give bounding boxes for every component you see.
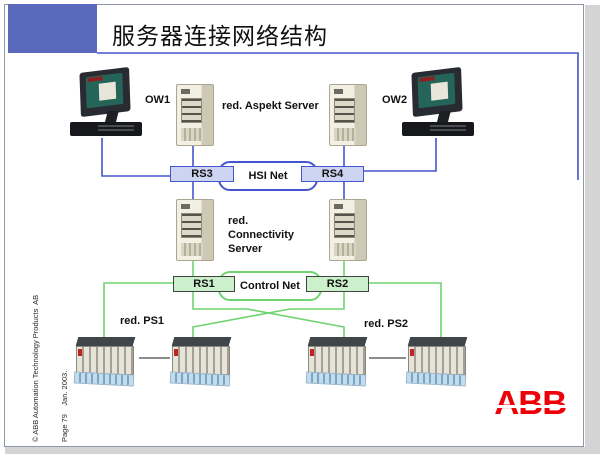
rack-abb-mark bbox=[174, 349, 178, 356]
server-vent-grid bbox=[334, 243, 356, 256]
ow2-monitor-icon bbox=[411, 66, 463, 118]
switch-rs1: RS1 bbox=[173, 276, 235, 292]
page-title: 服务器连接网络结构 bbox=[112, 24, 328, 50]
ow2-workstation-image bbox=[402, 66, 474, 138]
connectivity-server-1-image bbox=[176, 199, 214, 261]
server-drive-bays bbox=[334, 213, 355, 238]
io-rack-3-image bbox=[305, 337, 370, 387]
rack-modules bbox=[408, 346, 466, 375]
io-rack-1-image bbox=[73, 337, 138, 387]
rack-modules bbox=[308, 346, 366, 375]
abb-logo: ABB bbox=[494, 384, 567, 422]
switch-rs2: RS2 bbox=[306, 276, 369, 292]
abb-logo-text: ABB bbox=[494, 384, 567, 421]
rack-top-cap bbox=[307, 337, 368, 346]
server-drive-bays bbox=[334, 98, 355, 123]
rs2-label: RS2 bbox=[326, 278, 349, 290]
slide-shadow-bottom bbox=[5, 447, 600, 454]
ps2-label: red. PS2 bbox=[364, 318, 409, 330]
connectivity-server-2-image bbox=[329, 199, 367, 261]
rack-abb-mark bbox=[310, 349, 314, 356]
server-drive-slot bbox=[334, 204, 343, 209]
control-net-pill: Control Net bbox=[218, 271, 322, 301]
ow2-desktop-base bbox=[402, 122, 474, 136]
slide-shadow-right bbox=[585, 5, 600, 454]
rs1-label: RS1 bbox=[193, 278, 215, 290]
switch-rs4: RS4 bbox=[301, 166, 364, 182]
ow1-screen-icon bbox=[85, 72, 124, 109]
server-drive-bays bbox=[181, 213, 202, 238]
footer-line2: Page 79 Jan. 2003. bbox=[59, 370, 69, 442]
hsi-net-label: HSI Net bbox=[248, 170, 288, 182]
footer-line1: © ABB Automation Technology Products AB bbox=[30, 294, 40, 442]
rack-terminal-strip bbox=[305, 371, 367, 387]
rack-terminal-strip bbox=[169, 371, 231, 387]
rack-terminal-strip bbox=[405, 371, 467, 387]
server-vent-grid bbox=[334, 128, 356, 141]
server-drive-bays bbox=[181, 98, 202, 123]
rack-modules bbox=[172, 346, 230, 375]
ow1-desktop-base bbox=[70, 122, 142, 136]
switch-rs3: RS3 bbox=[170, 166, 234, 182]
aspect-server-1-image bbox=[176, 84, 214, 146]
ow1-monitor-icon bbox=[79, 66, 131, 118]
ps1-label: red. PS1 bbox=[120, 315, 165, 327]
slide-footer-copyright: © ABB Automation Technology Products AB … bbox=[11, 278, 69, 442]
rack-abb-mark bbox=[78, 349, 82, 356]
server-vent-grid bbox=[181, 128, 203, 141]
aspect-server-2-image bbox=[329, 84, 367, 146]
ow1-workstation-image bbox=[70, 66, 142, 138]
io-rack-4-image bbox=[405, 337, 470, 387]
server-drive-slot bbox=[334, 89, 343, 94]
server-drive-slot bbox=[181, 89, 190, 94]
rs4-label: RS4 bbox=[321, 168, 344, 180]
rack-abb-mark bbox=[410, 349, 414, 356]
ow2-label: OW2 bbox=[382, 94, 408, 106]
abb-logo-cut-line bbox=[496, 405, 566, 408]
title-accent-block bbox=[8, 4, 97, 53]
rack-top-cap bbox=[407, 337, 468, 346]
rack-top-cap bbox=[171, 337, 232, 346]
io-rack-2-image bbox=[169, 337, 234, 387]
aspect-server-label: red. Aspekt Server bbox=[222, 100, 319, 112]
server-drive-slot bbox=[181, 204, 190, 209]
ow1-label: OW1 bbox=[145, 94, 171, 106]
rs3-label: RS3 bbox=[191, 168, 213, 180]
ow2-screen-icon bbox=[417, 72, 456, 109]
control-net-label: Control Net bbox=[240, 280, 300, 292]
server-vent-grid bbox=[181, 243, 203, 256]
connectivity-server-label: red. Connectivity Server bbox=[228, 215, 295, 255]
